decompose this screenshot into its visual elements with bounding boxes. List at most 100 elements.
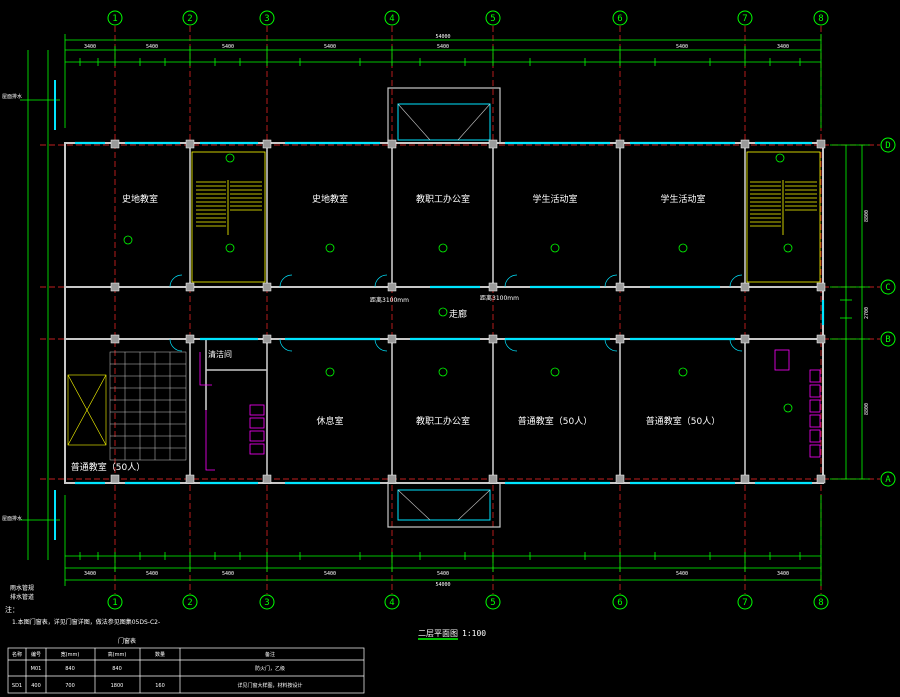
right-span-dim-1: 8800 (864, 210, 870, 222)
axis-label-A: A (885, 475, 891, 485)
axis-label-bottom-4: 4 (389, 598, 394, 608)
bottom-bay-dim-1: 3400 (84, 571, 96, 577)
column-axis-top (107, 10, 829, 26)
right-span-dim-3: 8800 (864, 403, 870, 415)
table-cell-r2c1: SD1 (12, 683, 22, 689)
classroom-diagonal (67, 374, 107, 446)
room-label-lower-4: 普通教室（50人） (518, 415, 592, 427)
axis-label-bottom-3: 3 (264, 598, 269, 608)
windows (75, 141, 825, 485)
axis-label-bottom-6: 6 (617, 598, 622, 608)
axis-label-bottom-7: 7 (742, 598, 747, 608)
room-label-lower-3: 教职工办公室 (416, 415, 470, 427)
room-label-upper-3: 教职工办公室 (416, 193, 470, 205)
table-header-code: 编号 (31, 651, 41, 658)
bay-window-bottom (387, 482, 501, 528)
room-label-upper-2: 史地教室 (312, 193, 348, 205)
top-dimension-lines (64, 34, 822, 128)
stair-right (746, 151, 821, 283)
bottom-bay-dim-5: 5400 (437, 571, 449, 577)
bay-window-top (387, 87, 501, 144)
classroom-seating (109, 351, 187, 461)
top-bay-dim-7: 3400 (777, 44, 789, 50)
table-cell-r1c4: 840 (112, 666, 122, 672)
axis-label-D: D (885, 141, 890, 151)
room-label-lower-2: 休息室 (316, 415, 343, 427)
structural-columns (110, 139, 826, 484)
table-header-qty: 数量 (155, 651, 165, 658)
toilet-fixtures (199, 349, 821, 471)
axis-label-bottom-2: 2 (187, 598, 192, 608)
exterior-walls (64, 142, 824, 484)
axis-label-bottom-8: 8 (818, 598, 823, 608)
bottom-bay-dim-2: 5400 (146, 571, 158, 577)
axis-label-8: 8 (818, 14, 823, 24)
top-bay-dim-3: 5400 (222, 44, 234, 50)
table-cell-r2c2: 400 (31, 683, 41, 689)
axis-bubble-1 (107, 10, 123, 26)
top-bay-dim-6: 5400 (676, 44, 688, 50)
column-axis-bottom (107, 594, 829, 610)
room-label-cleaning: 清洁间 (208, 349, 232, 359)
top-bay-dim-1: 3400 (84, 44, 96, 50)
table-cell-r1c2: M01 (31, 666, 42, 672)
table-cell-r1c6: 防火门，乙级 (255, 665, 285, 672)
axis-bubble-6 (612, 10, 628, 26)
axis-label-1: 1 (112, 14, 117, 24)
corridor-note-2: 距离3100mm (480, 294, 519, 302)
left-drain-label-bottom: 屋面排水 (2, 515, 22, 522)
axis-label-5: 5 (490, 14, 495, 24)
room-label-upper-4: 学生活动室 (532, 193, 577, 205)
room-label-corridor: 走廊 (449, 308, 467, 320)
axis-bubble-8 (813, 10, 829, 26)
table-header-height: 高(mm) (108, 651, 127, 658)
door-window-table: 门窗表 名称 编号 宽(mm) 高(mm) 数量 备注 M01 840 840 … (7, 637, 365, 694)
table-cell-r1c3: 840 (65, 666, 75, 672)
drawing-scale: 1:100 (462, 629, 486, 638)
room-label-upper-5: 学生活动室 (660, 193, 705, 205)
axis-label-4: 4 (389, 14, 394, 24)
overall-dimension-top: 54000 (435, 34, 450, 40)
left-side-elements (20, 50, 60, 560)
table-header-width: 宽(mm) (61, 651, 80, 658)
table-header-note: 备注 (265, 651, 275, 658)
table-cell-r2c3: 700 (65, 683, 75, 689)
bottom-left-note-2: 排水管道 (10, 593, 34, 601)
bottom-bay-dim-7: 3400 (777, 571, 789, 577)
overall-dimension-bottom: 54000 (435, 582, 450, 588)
top-bay-dim-2: 5400 (146, 44, 158, 50)
left-drain-label: 屋面排水 (2, 93, 22, 100)
axis-bubble-4 (384, 10, 400, 26)
axis-bubble-7 (737, 10, 753, 26)
axis-label-B: B (885, 335, 890, 345)
bottom-dimension-lines (64, 495, 822, 586)
axis-label-2: 2 (187, 14, 192, 24)
table-title: 门窗表 (118, 637, 136, 645)
bottom-bay-dim-6: 5400 (676, 571, 688, 577)
top-bay-dim-5: 5400 (437, 44, 449, 50)
bottom-bay-dim-4: 5400 (324, 571, 336, 577)
axis-bubble-3 (259, 10, 275, 26)
axis-label-bottom-5: 5 (490, 598, 495, 608)
room-label-lower-1: 普通教室（50人） (71, 461, 145, 473)
bottom-left-note-1: 雨水管规 (10, 584, 34, 592)
door-swings (169, 274, 743, 352)
axis-label-bottom-1: 1 (112, 598, 117, 608)
drawing-title-block: 二层平面图 1:100 (418, 629, 486, 640)
axis-label-C: C (885, 283, 890, 293)
table-cell-r2c5: 160 (155, 683, 165, 689)
table-header-name: 名称 (12, 651, 22, 658)
right-dimension-lines (830, 144, 870, 480)
general-note-1: 1.本图门窗表，详见门窗详图，做法参见图集05DS-C2- (12, 618, 160, 626)
top-bay-dim-4: 5400 (324, 44, 336, 50)
general-notes-title: 注： (5, 605, 19, 614)
axis-label-6: 6 (617, 14, 622, 24)
right-span-dim-2: 2700 (864, 307, 870, 319)
axis-label-7: 7 (742, 14, 747, 24)
interior-walls (189, 143, 746, 483)
row-axis-right (880, 137, 896, 487)
axis-bubble-2 (182, 10, 198, 26)
axis-label-3: 3 (264, 14, 269, 24)
room-label-upper-1: 史地教室 (122, 193, 158, 205)
